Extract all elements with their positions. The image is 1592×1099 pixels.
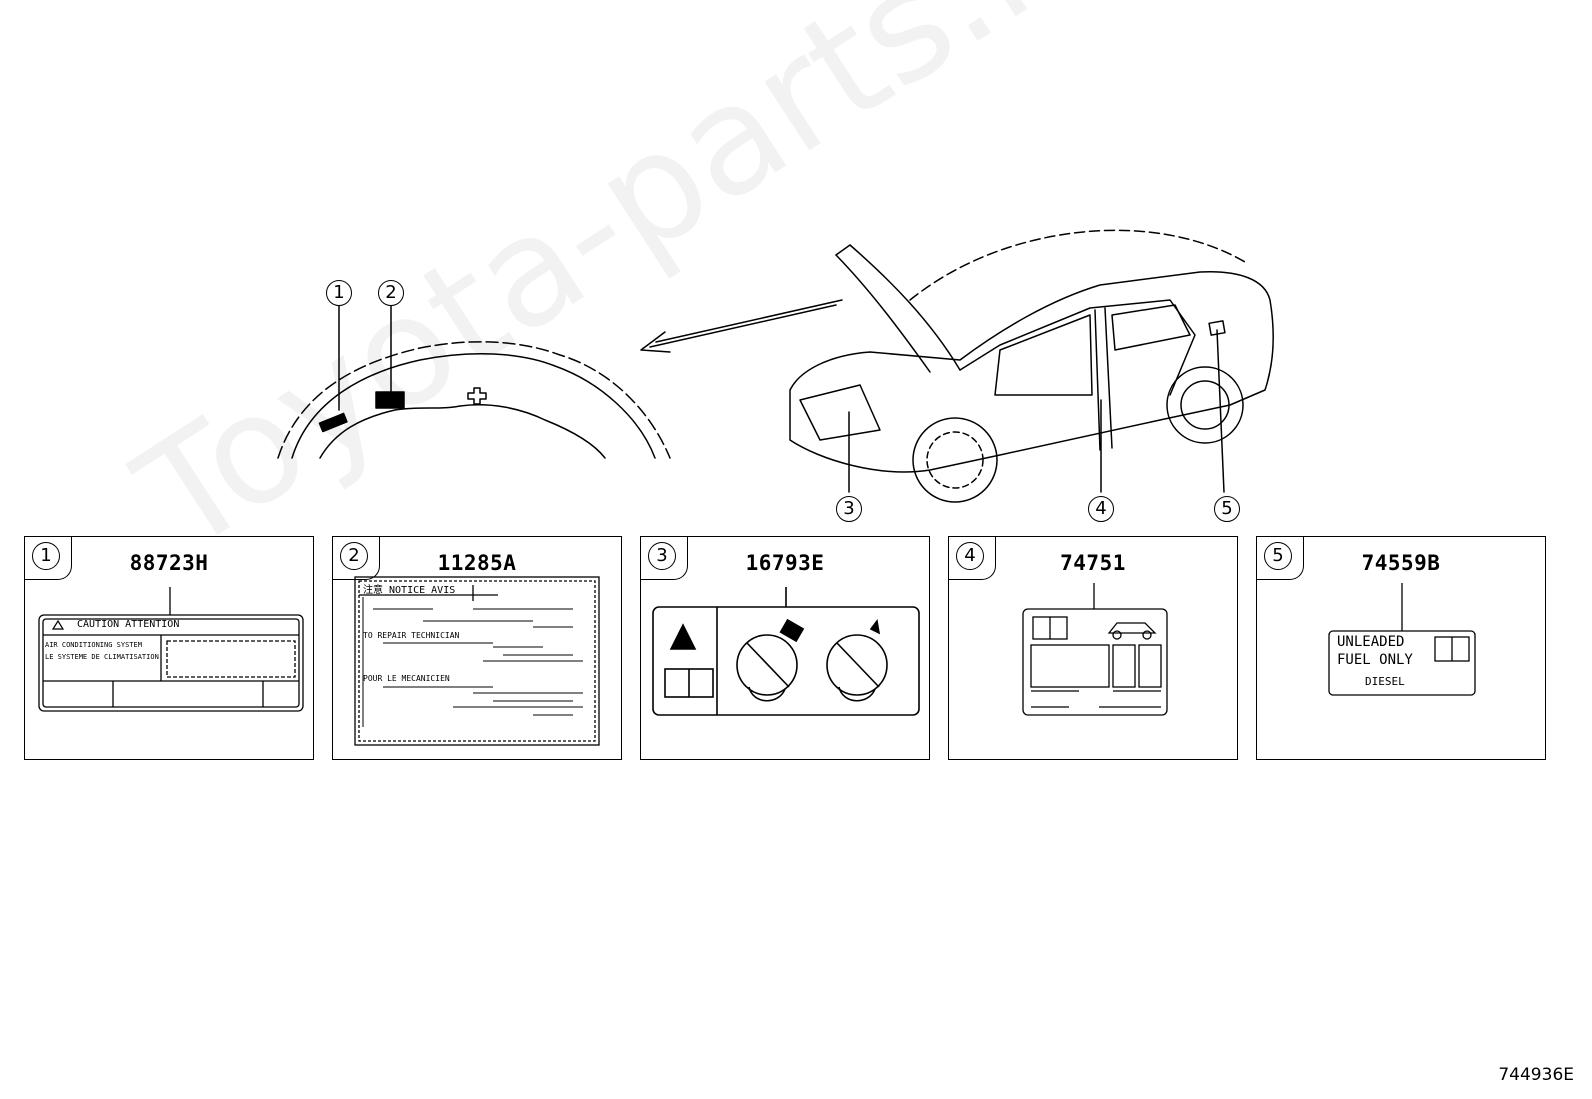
no-pressure-washer-icon [736,618,805,702]
hood-underside [277,304,671,459]
panel-16793e[interactable]: 3 16793E [640,536,930,760]
warning-triangle-icon [669,623,697,650]
label-line-3: DIESEL [1365,675,1405,688]
panel-index: 1 [32,542,60,570]
car-drawing [789,229,1275,503]
part-number: 74751 [1060,551,1126,575]
label-line-2: POUR LE MECANICIEN [363,674,450,683]
label-title: 注意 NOTICE AVIS [363,585,456,596]
panel-11285a[interactable]: 2 11285A 注意 NOTICE AVIS TO REPAIR TECHNI… [332,536,622,760]
panel-tab: 4 [948,536,996,580]
panel-index: 2 [340,542,368,570]
fuel-label-drawing [1328,583,1476,696]
panel-74559b[interactable]: 5 74559B UNLEADED FUEL ONLY DIESEL [1256,536,1546,760]
panel-index: 4 [956,542,984,570]
part-number: 74559B [1361,551,1441,575]
ac-caution-label-drawing [38,587,304,712]
panel-tab: 2 [332,536,380,580]
label-line-1: TO REPAIR TECHNICIAN [363,631,460,640]
notice-label-drawing [354,576,600,746]
callout-5[interactable]: 5 [1214,496,1240,522]
panel-index: 3 [648,542,676,570]
car-icon [1107,622,1157,640]
owners-manual-icon [664,668,714,698]
vehicle-illustration [277,229,1275,503]
panel-tab: 3 [640,536,688,580]
part-number: 11285A [437,551,517,575]
label-line-2: LE SYSTEME DE CLIMATISATION [45,653,159,661]
panel-tab: 1 [24,536,72,580]
warning-triangle-icon [51,619,65,630]
panel-index: 5 [1264,542,1292,570]
owners-manual-icon [1434,636,1470,662]
callout-4[interactable]: 4 [1088,496,1114,522]
panel-88723h[interactable]: 1 88723H CAUTION ATTENTION AIR CONDITION… [24,536,314,760]
callout-3[interactable]: 3 [836,496,862,522]
label-line-1: UNLEADED [1337,634,1405,650]
direction-arrow [640,299,843,353]
figure-code: 744936E [1498,1065,1574,1085]
callout-1[interactable]: 1 [326,280,352,306]
part-number: 16793E [745,551,825,575]
pressure-washer-warning-label-drawing [652,587,920,716]
part-number: 88723H [129,551,209,575]
callout-2[interactable]: 2 [378,280,404,306]
label-title: CAUTION ATTENTION [77,619,180,630]
panel-74751[interactable]: 4 74751 [948,536,1238,760]
label-line-1: AIR CONDITIONING SYSTEM [45,641,142,649]
label-line-2: FUEL ONLY [1337,652,1413,668]
owners-manual-icon [1032,616,1068,640]
no-spray-icon [826,619,888,702]
tire-pressure-label-drawing [1022,583,1168,716]
panel-tab: 5 [1256,536,1304,580]
